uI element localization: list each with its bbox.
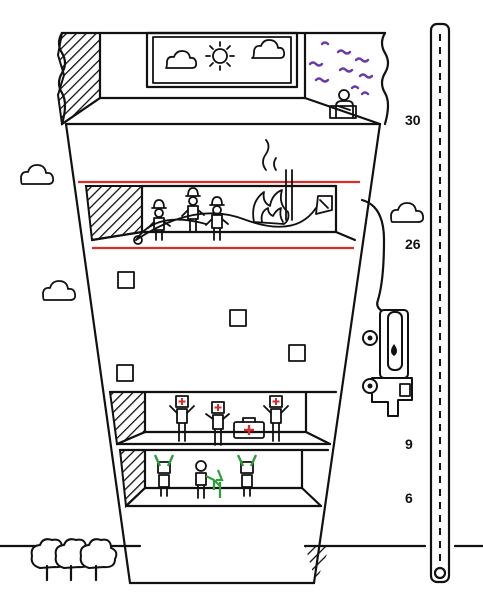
windows bbox=[116, 271, 306, 382]
cloud-icon bbox=[251, 39, 286, 59]
firefighter-icon bbox=[205, 196, 229, 241]
top-floor bbox=[56, 31, 390, 126]
hose-line-icon bbox=[360, 198, 392, 316]
firefighter-icon bbox=[181, 187, 205, 233]
hose-nozzle-icon bbox=[315, 195, 333, 215]
survivor-icon bbox=[236, 454, 258, 497]
tree-icon bbox=[79, 538, 118, 582]
hatched-wall-fire bbox=[84, 185, 143, 242]
medical-floor bbox=[108, 390, 338, 446]
survivor-floor bbox=[118, 448, 330, 509]
hatched-wall-medical bbox=[108, 391, 146, 446]
fire-floor bbox=[78, 139, 360, 250]
medic-icon bbox=[205, 401, 230, 446]
cloud-icon bbox=[390, 202, 425, 223]
cloud-icon bbox=[42, 280, 77, 301]
survivor-icon bbox=[195, 460, 224, 499]
building-outline bbox=[64, 122, 382, 585]
firefighter-icon bbox=[147, 199, 171, 241]
cloud-icon bbox=[165, 50, 198, 69]
survivor-icon bbox=[153, 454, 175, 497]
first-aid-kit-icon bbox=[233, 417, 265, 439]
smoke-icon bbox=[308, 41, 374, 96]
floor-label-26: 26 bbox=[405, 236, 421, 252]
medic-icon bbox=[169, 395, 195, 442]
sky-window bbox=[145, 31, 299, 89]
cloud-icon bbox=[20, 164, 55, 185]
trapped-person-icon bbox=[329, 89, 357, 119]
hose-icon bbox=[135, 207, 317, 241]
floor-label-6: 6 bbox=[405, 490, 413, 506]
floor-label-30: 30 bbox=[405, 112, 421, 128]
sun-icon bbox=[205, 41, 235, 71]
fire-icon bbox=[252, 139, 293, 225]
medic-icon bbox=[263, 395, 289, 442]
ladder-scale-icon bbox=[429, 22, 451, 584]
fire-truck-icon bbox=[362, 309, 413, 417]
hatched-wall-survivor bbox=[118, 449, 146, 509]
floor-label-9: 9 bbox=[405, 436, 413, 452]
